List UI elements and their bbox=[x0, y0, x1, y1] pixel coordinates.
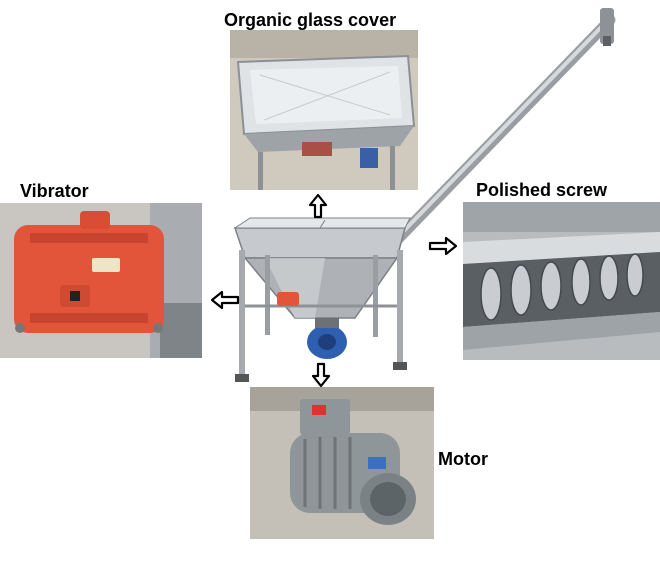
arrow-up-icon bbox=[308, 193, 328, 219]
label-organic-glass-cover: Organic glass cover bbox=[224, 10, 397, 30]
arrow-left-icon bbox=[210, 290, 240, 310]
screw-conveyor-machine-illustration bbox=[205, 0, 625, 400]
arrow-right-icon bbox=[428, 236, 458, 256]
label-vibrator: Vibrator bbox=[20, 181, 89, 201]
label-polished-screw: Polished screw bbox=[476, 180, 608, 200]
label-motor: Motor bbox=[438, 449, 488, 469]
photo-motor bbox=[250, 387, 434, 539]
photo-polished-screw bbox=[463, 202, 660, 360]
photo-organic-glass-cover bbox=[230, 30, 418, 190]
arrow-down-icon bbox=[311, 362, 331, 388]
photo-vibrator bbox=[0, 203, 202, 358]
